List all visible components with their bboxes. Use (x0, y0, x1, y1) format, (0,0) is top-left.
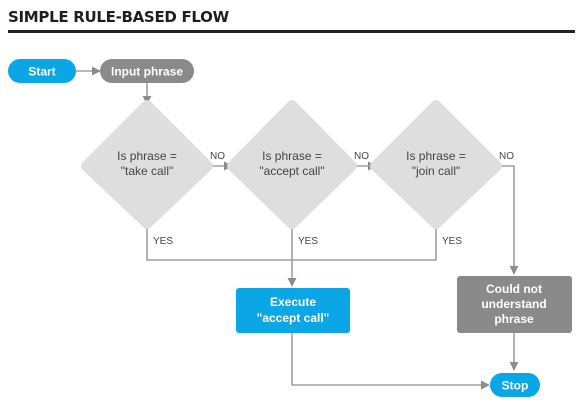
title-rule (8, 30, 575, 33)
edge-label-yes2: YES (298, 236, 318, 247)
decision-take-call-line1: Is phrase = (117, 149, 177, 163)
execute-accept-call-node: Execute "accept call" (236, 288, 350, 333)
execute-line2: "accept call" (257, 311, 330, 325)
diagram-title: SIMPLE RULE-BASED FLOW (8, 8, 229, 26)
edge-execute-stop (291, 333, 490, 390)
edge-label-no2: NO (354, 151, 369, 162)
decision-join-call: Is phrase = "join call" (370, 100, 502, 229)
decision-take-call-line2: "take call" (121, 164, 174, 178)
input-phrase-label: Input phrase (111, 65, 183, 79)
execute-line1: Execute (270, 295, 316, 309)
not-understood-line1: Could not (486, 282, 542, 296)
stop-node: Stop (490, 373, 540, 397)
not-understood-line2: understand (481, 297, 546, 311)
start-node: Start (8, 59, 76, 83)
decision-join-call-line1: Is phrase = (406, 149, 466, 163)
decision-accept-call-line2: "accept call" (259, 164, 324, 178)
edge-label-no3: NO (499, 151, 514, 162)
decision-accept-call: Is phrase = "accept call" (227, 100, 357, 229)
decision-accept-call-line1: Is phrase = (262, 149, 322, 163)
edge-label-yes1: YES (153, 236, 173, 247)
edge-label-yes3: YES (442, 236, 462, 247)
stop-label: Stop (502, 379, 529, 393)
decision-join-call-line2: "join call" (412, 164, 461, 178)
could-not-understand-node: Could not understand phrase (457, 276, 572, 333)
edge-no3 (492, 165, 519, 275)
decision-take-call: Is phrase = "take call" (81, 100, 213, 229)
input-phrase-node: Input phrase (100, 59, 194, 83)
not-understood-line3: phrase (494, 312, 534, 326)
start-label: Start (28, 65, 55, 79)
edge-label-no1: NO (210, 151, 225, 162)
